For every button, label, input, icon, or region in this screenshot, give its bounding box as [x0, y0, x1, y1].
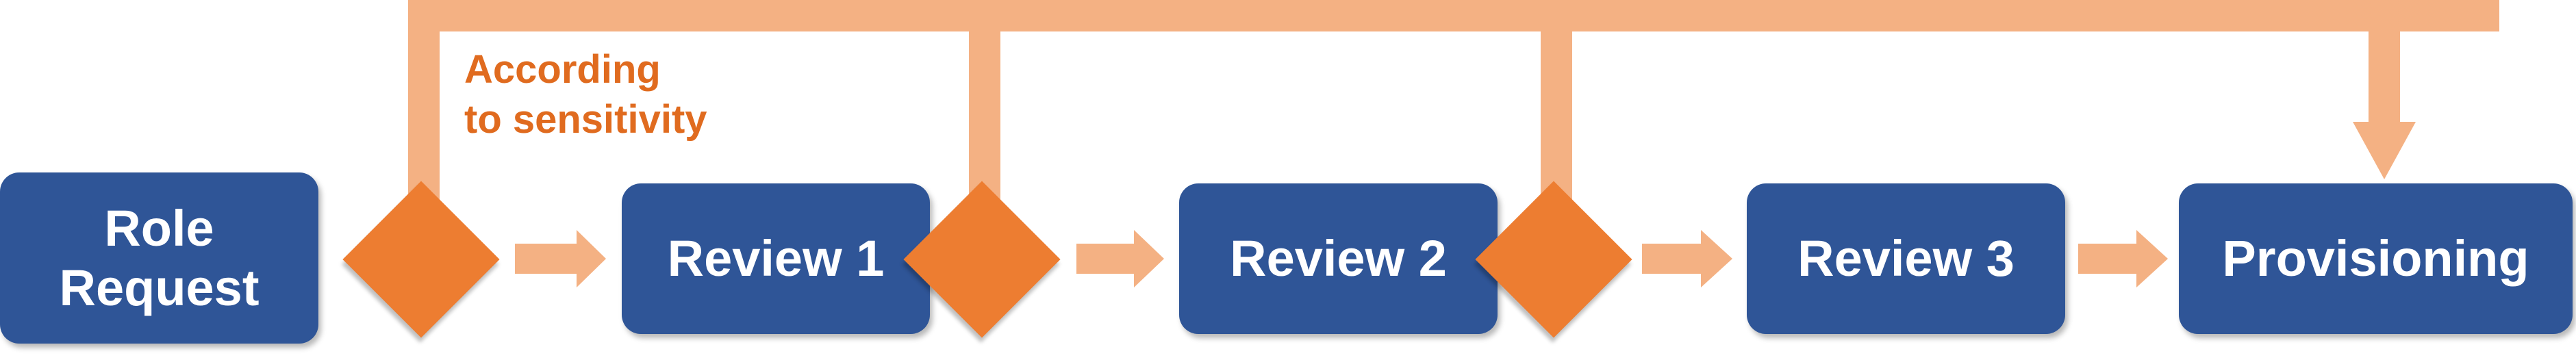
sensitivity-note-line-2: to sensitivity — [464, 97, 707, 142]
role-request-label-line-2: Request — [59, 259, 260, 316]
review-2-node: Review 2 — [1179, 183, 1498, 334]
provisioning-node: Provisioning — [2179, 183, 2573, 334]
bypass-riser-1 — [408, 0, 440, 205]
sensitivity-note-line-1: According — [464, 47, 661, 92]
arrow-to-review-1 — [515, 230, 606, 287]
role-request-label-line-1: Role — [104, 199, 214, 257]
review-2-label: Review 2 — [1230, 230, 1447, 287]
arrow-to-provisioning — [2078, 230, 2168, 287]
bypass-drop — [2369, 0, 2400, 123]
arrow-to-review-3 — [1642, 230, 1732, 287]
review-1-node: Review 1 — [622, 183, 930, 334]
review-1-label: Review 1 — [667, 230, 885, 287]
review-3-node: Review 3 — [1747, 183, 2065, 334]
arrow-to-review-2 — [1076, 230, 1164, 287]
bypass-riser-2 — [969, 0, 1000, 205]
provisioning-label: Provisioning — [2222, 230, 2529, 287]
bypass-top-bar — [408, 0, 2499, 31]
review-3-label: Review 3 — [1797, 230, 2015, 287]
bypass-arrowhead — [2353, 122, 2416, 179]
sensitivity-note: According to sensitivity — [464, 45, 707, 144]
bypass-riser-3 — [1541, 0, 1572, 205]
role-request-node: Role Request — [0, 172, 318, 344]
